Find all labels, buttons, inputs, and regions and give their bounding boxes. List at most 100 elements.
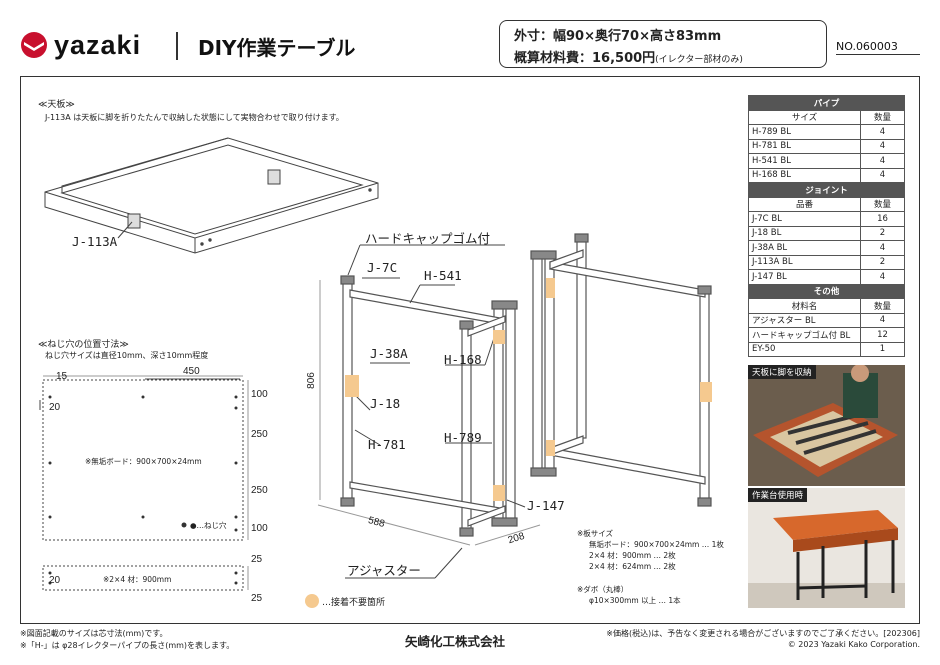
material-cost-note: (イレクター部材のみ) (655, 55, 743, 65)
material-cost-value: 概算材料費：16,500円 (514, 51, 656, 66)
board-size-title: ※板サイズ (577, 529, 614, 538)
part-qty: 4 (860, 167, 905, 183)
dim-20a: 20 (49, 402, 61, 413)
part-name: アジャスター BL (748, 312, 861, 328)
tabletop-drawing (44, 137, 379, 254)
dim-250a: 250 (251, 429, 268, 440)
label-j38a: J-38A (370, 346, 408, 361)
label-h781: H-781 (368, 437, 406, 452)
board-size-3: 2×4 材：624mm … 2枚 (589, 562, 676, 571)
screw-heading: ≪ねじ穴の位置寸法≫ (38, 340, 129, 350)
label-j113a: J-113A (72, 234, 118, 249)
parts-section-title: パイプ (748, 95, 905, 111)
part-name: H-168 BL (748, 167, 861, 183)
parts-col-name: サイズ (748, 109, 861, 125)
spec-box: 外寸：幅90×奥行70×高さ83mm 概算材料費：16,500円(イレクター部材… (499, 20, 827, 68)
part-name: ハードキャップゴム付 BL (748, 327, 861, 343)
header-separator (176, 32, 178, 60)
footer-note-2: ※「H-」は φ28イレクターパイプの長さ(mm)を表します。 (20, 641, 235, 650)
part-qty: 4 (860, 240, 905, 256)
photo-folded-image (748, 365, 905, 486)
parts-section-title: その他 (748, 283, 905, 299)
photo-in-use-caption: 作業台使用時 (748, 488, 808, 502)
parts-col-qty: 数量 (860, 109, 905, 125)
label-j18: J-18 (370, 396, 401, 411)
dim-25a: 25 (251, 554, 263, 565)
dim-25b: 25 (251, 593, 263, 604)
part-name: J-38A BL (748, 240, 861, 256)
parts-section-title: ジョイント (748, 182, 905, 198)
company-name: 矢崎化工株式会社 (405, 634, 506, 649)
screw-hole-drawing (39, 375, 249, 591)
brand-logo: yazaki (20, 30, 141, 60)
material-cost: 概算材料費：16,500円(イレクター部材のみ) (514, 47, 812, 66)
label-hard-cap: ハードキャップゴム付 (365, 231, 491, 246)
photo-folded-caption: 天板に脚を収納 (748, 365, 816, 379)
screw-hole-legend: ●…ねじ穴 (190, 521, 227, 530)
parts-col-name: 材料名 (748, 298, 861, 314)
part-name: H-789 BL (748, 124, 861, 140)
label-j147: J-147 (527, 498, 565, 513)
glue-free-legend: …接着不要箇所 (322, 598, 386, 608)
tabletop-heading: ≪天板≫ (38, 100, 75, 110)
dim-15: 15 (56, 371, 68, 382)
part-qty: 2 (860, 225, 905, 241)
dim-100b: 100 (251, 523, 268, 534)
document-number-underline (836, 54, 920, 55)
part-name: EY-50 (748, 341, 861, 357)
screw-note: ねじ穴サイズは直径10mm、深さ10mm程度 (45, 351, 209, 360)
footer-note-1: ※図面記載のサイズは芯寸法(mm)です。 (20, 629, 168, 638)
parts-col-qty: 数量 (860, 298, 905, 314)
board-size-2: 2×4 材：900mm … 2枚 (589, 551, 676, 560)
photo-in-use: 作業台使用時 (748, 488, 905, 608)
label-h789: H-789 (444, 430, 482, 445)
label-h541: H-541 (424, 268, 462, 283)
glue-free-markers (305, 278, 712, 608)
part-qty: 4 (860, 312, 905, 328)
part-qty: 4 (860, 124, 905, 140)
dowel-title: ※ダボ（丸棒） (577, 585, 629, 594)
dim-450: 450 (183, 366, 200, 377)
leg-assembly (340, 233, 712, 537)
part-qty: 4 (860, 269, 905, 285)
page-title: DIY作業テーブル (198, 36, 356, 60)
part-qty: 16 (860, 211, 905, 227)
part-name: J-18 BL (748, 225, 861, 241)
part-qty: 12 (860, 327, 905, 343)
dim-250b: 250 (251, 485, 268, 496)
dim-806: 806 (305, 372, 317, 389)
label-h168: H-168 (444, 352, 482, 367)
brand-name: yazaki (54, 29, 142, 60)
yazaki-logo-icon (21, 32, 47, 58)
dim-100a: 100 (251, 389, 268, 400)
footer-copyright: © 2023 Yazaki Kako Corporation. (787, 640, 920, 649)
label-j7c: J-7C (367, 260, 398, 275)
label-adjuster: アジャスター (347, 563, 421, 578)
part-qty: 1 (860, 341, 905, 357)
outer-size: 外寸：幅90×奥行70×高さ83mm (514, 29, 722, 44)
part-name: J-147 BL (748, 269, 861, 285)
board-size-1: 無垢ボード：900×700×24mm … 1枚 (589, 540, 724, 549)
board-size: ※無垢ボード：900×700×24mm (85, 457, 202, 466)
parts-col-qty: 数量 (860, 196, 905, 212)
part-name: H-781 BL (748, 138, 861, 154)
dim-20b: 20 (49, 575, 61, 586)
lumber-size: ※2×4 材：900mm (103, 575, 172, 584)
part-qty: 4 (860, 138, 905, 154)
part-name: J-113A BL (748, 254, 861, 270)
footer-price-note: ※価格(税込)は、予告なく変更される場合がございますのでご了承ください。[202… (606, 629, 920, 638)
photo-in-use-image (748, 488, 905, 608)
